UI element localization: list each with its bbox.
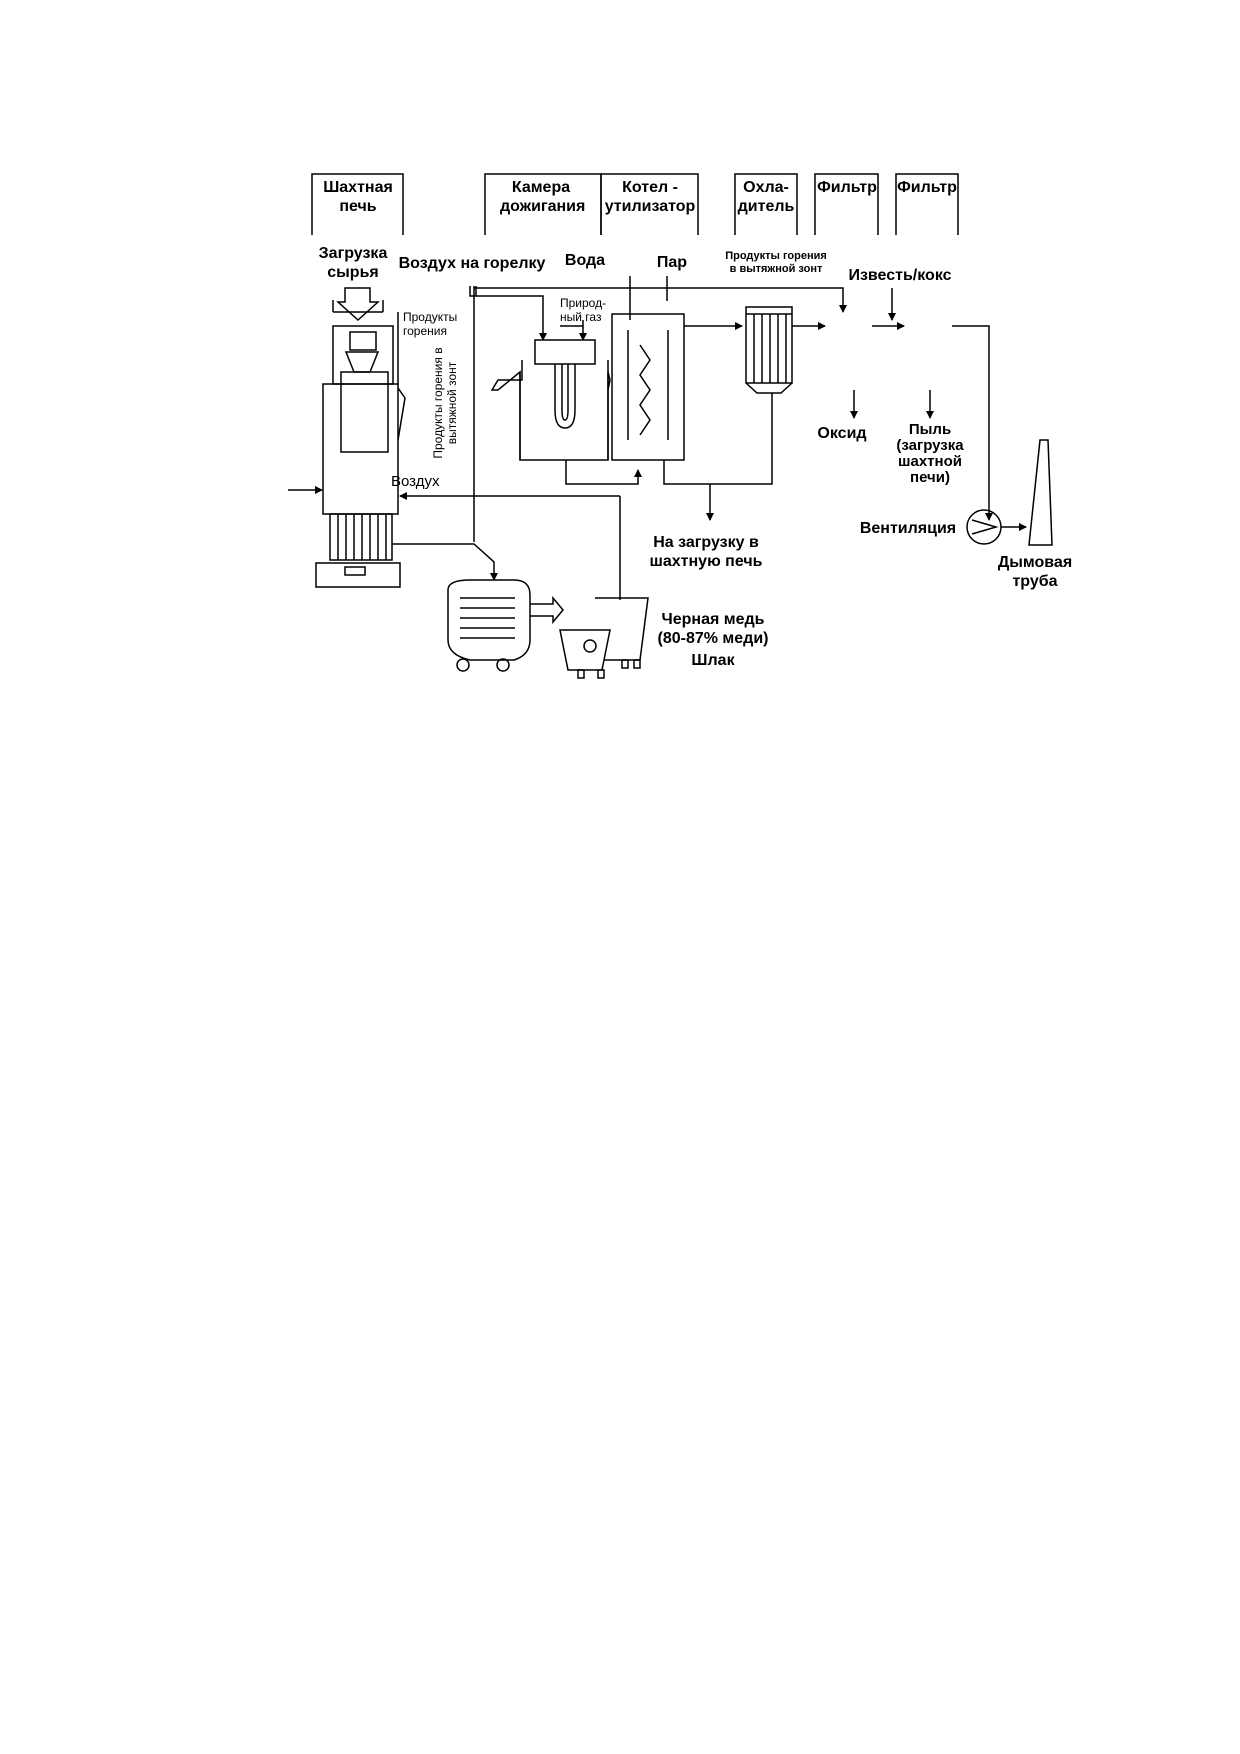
waste-heat-boiler-shape	[611, 313, 685, 461]
chimney-label: Дымовая труба	[997, 554, 1073, 590]
chimney-shape	[1028, 439, 1053, 546]
natural-gas-label: Природ- ный газ	[560, 296, 607, 324]
steam-label: Пар	[656, 254, 688, 271]
converter-shape	[447, 579, 564, 672]
air-label: Воздух	[391, 473, 440, 490]
flow-lines	[288, 276, 1027, 600]
cooler-shape	[745, 306, 793, 394]
combustion-products-hood-label: Продукты горения в вытяжной зонт	[725, 250, 827, 275]
burner-air-label: Воздух на горелку	[398, 255, 546, 272]
stage-cooler: Охла- дитель	[737, 179, 795, 215]
afterburner-chamber-shape	[490, 339, 611, 461]
fan-shape	[966, 509, 1002, 545]
raw-material-feed-label: Загрузка сырья	[318, 245, 388, 281]
stage-filter-1: Фильтр	[817, 179, 877, 196]
stage-afterburner: Камера дожигания	[500, 179, 586, 215]
lime-coke-label: Известь/кокс	[848, 267, 952, 284]
combustion-products-label: Продукты горения	[403, 310, 458, 338]
shaft-furnace-shape	[315, 300, 406, 588]
slag-label: Шлак	[691, 652, 735, 669]
oxide-label: Оксид	[817, 425, 867, 442]
ventilation-label: Вентиляция	[859, 520, 957, 537]
to-shaft-furnace-feed-label: На загрузку в шахтную печь	[649, 534, 763, 570]
water-label: Вода	[564, 252, 606, 269]
stage-shaft-furnace: Шахтная печь	[323, 179, 393, 215]
stage-waste-heat-boiler: Котел - утилизатор	[604, 179, 696, 215]
combustion-products-hood-vertical-label: Продукты горения в вытяжной зонт	[431, 347, 459, 459]
black-copper-label: Черная медь (80-87% меди)	[657, 611, 769, 647]
header-brackets	[311, 173, 959, 235]
ladle-shape	[559, 597, 649, 679]
dust-label: Пыль (загрузка шахтной печи)	[896, 421, 964, 486]
stage-filter-2: Фильтр	[897, 179, 957, 196]
